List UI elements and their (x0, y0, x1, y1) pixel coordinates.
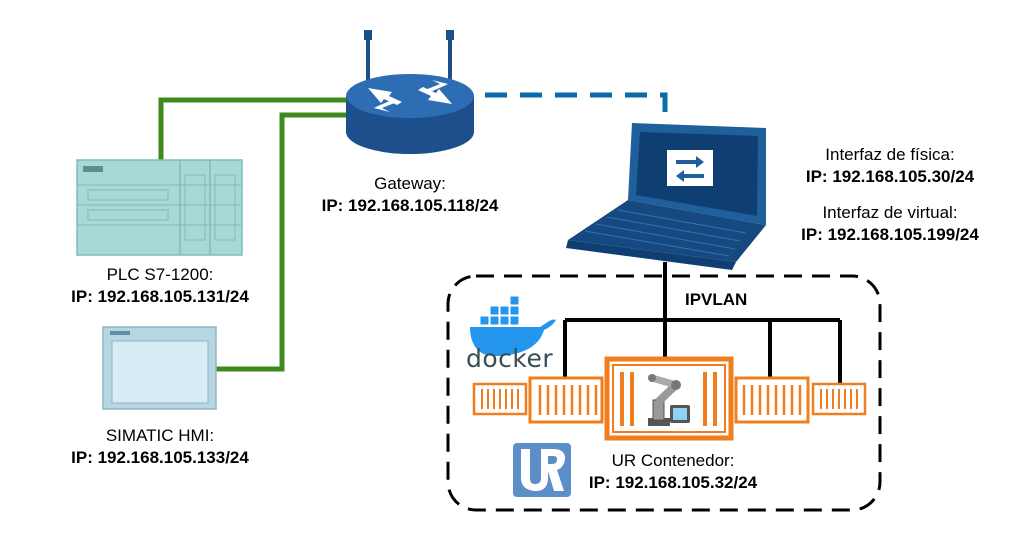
router-icon (346, 30, 474, 154)
ur-container-label: UR Contenedor: IP: 192.168.105.32/24 (568, 450, 778, 494)
plc-link (158, 97, 360, 160)
virtual-interface-ip: IP: 192.168.105.199/24 (801, 225, 979, 244)
plc-name: PLC S7-1200: (106, 265, 214, 284)
container-left (528, 376, 604, 424)
robot-arm-icon (648, 374, 690, 426)
laptop-physical-label: Interfaz de física: IP: 192.168.105.30/2… (775, 144, 1005, 188)
docker-wordmark: docker (466, 344, 554, 373)
physical-interface-ip: IP: 192.168.105.30/24 (805, 167, 975, 186)
laptop-link (485, 92, 668, 122)
laptop-icon (566, 123, 766, 270)
docker-host-boundary (446, 274, 882, 512)
physical-interface-name: Interfaz de física: (825, 145, 955, 164)
container-icon (472, 356, 867, 441)
plc-ip: IP: 192.168.105.131/24 (71, 287, 249, 306)
gateway-ip: IP: 192.168.105.118/24 (321, 196, 499, 215)
ur-container-ip: IP: 192.168.105.32/24 (588, 473, 758, 492)
plc-label: PLC S7-1200: IP: 192.168.105.131/24 (45, 264, 275, 308)
ur-logo-icon (513, 443, 571, 497)
hmi-label: SIMATIC HMI: IP: 192.168.105.133/24 (45, 425, 275, 469)
hmi-link (216, 112, 358, 372)
ipvlan-label: IPVLAN (685, 290, 748, 309)
green-links (158, 97, 360, 372)
ur-container (604, 356, 734, 441)
virtual-interface-name: Interfaz de virtual: (822, 203, 958, 222)
ipvlan-bus (563, 262, 842, 383)
ur-container-name: UR Contenedor: (611, 451, 735, 470)
laptop-virtual-label: Interfaz de virtual: IP: 192.168.105.199… (775, 202, 1005, 246)
docker-logo-icon (470, 295, 556, 356)
plc-icon (76, 159, 243, 256)
container-right (734, 376, 810, 424)
hmi-icon (102, 326, 217, 410)
hmi-name: SIMATIC HMI: (105, 426, 215, 445)
gateway-label: Gateway: IP: 192.168.105.118/24 (305, 173, 515, 217)
hmi-ip: IP: 192.168.105.133/24 (71, 448, 249, 467)
gateway-name: Gateway: (374, 174, 446, 193)
